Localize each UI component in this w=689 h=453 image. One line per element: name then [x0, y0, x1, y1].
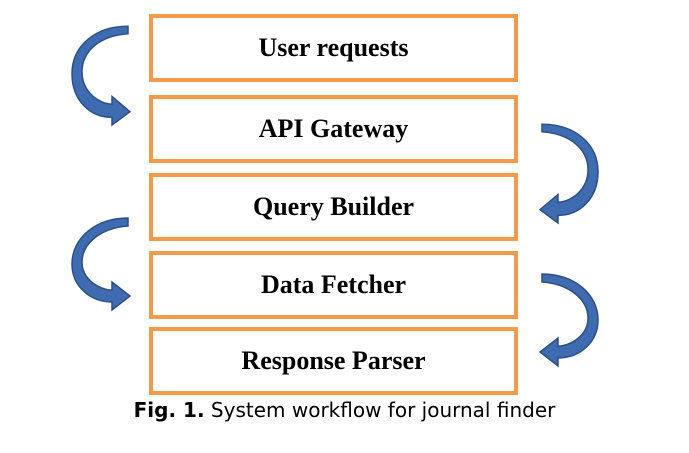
figure-number: Fig. 1.	[133, 398, 205, 422]
curved-arrow-icon	[538, 273, 599, 368]
curved-arrow-icon	[71, 217, 132, 312]
step-label: Data Fetcher	[260, 270, 407, 299]
step-user-requests: User requests	[149, 14, 518, 82]
step-label: Response Parser	[241, 346, 426, 375]
step-data-fetcher: Data Fetcher	[149, 251, 518, 319]
step-response-parser: Response Parser	[149, 327, 518, 395]
figure-caption-text: System workflow for journal finder	[210, 398, 556, 422]
step-api-gateway: API Gateway	[149, 95, 518, 163]
step-label: Query Builder	[252, 192, 415, 221]
step-query-builder: Query Builder	[149, 173, 518, 241]
figure-caption: Fig. 1. System workflow for journal find…	[0, 398, 689, 422]
curved-arrow-icon	[538, 123, 599, 225]
step-label: API Gateway	[258, 114, 409, 143]
step-label: User requests	[258, 33, 409, 62]
curved-arrow-icon	[71, 25, 132, 127]
